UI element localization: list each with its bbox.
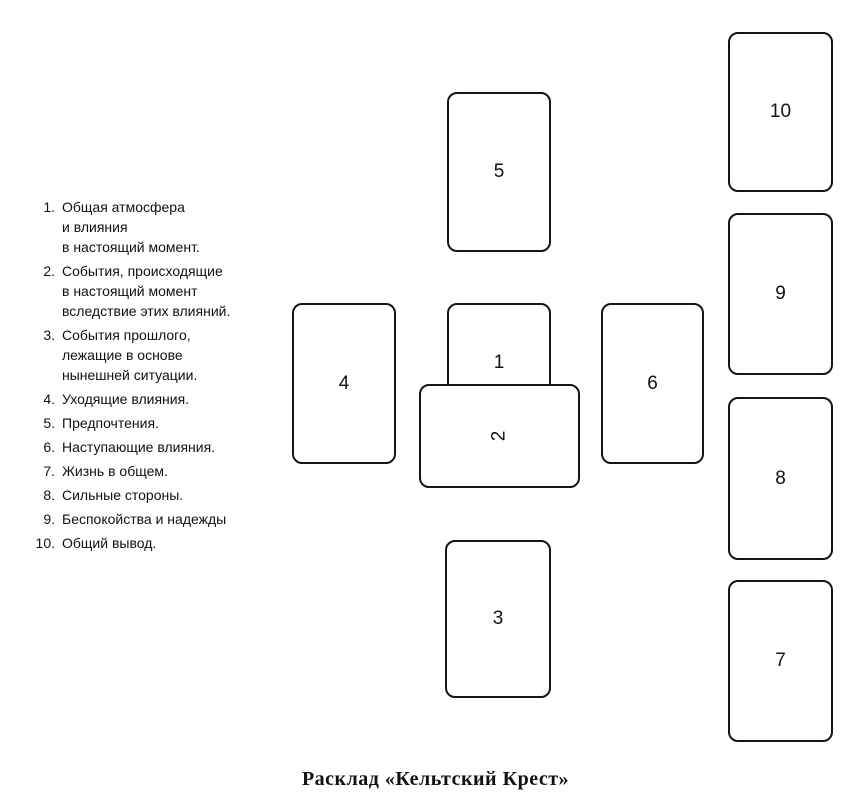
- legend-item-10-text: Общий вывод.: [62, 535, 157, 551]
- card-3-number: 3: [492, 608, 504, 629]
- legend-item-4-number: 4.: [43, 391, 55, 407]
- legend-item-5: 5. Предпочтения.: [0, 413, 270, 433]
- legend-item-1-text: Общая атмосфера и влияния в настоящий мо…: [62, 199, 200, 255]
- card-position-7: 7: [728, 580, 833, 742]
- card-6-number: 6: [647, 372, 658, 394]
- card-9-number: 9: [775, 283, 786, 304]
- legend-item-3-number: 3.: [43, 327, 55, 343]
- card-position-3: 3: [445, 540, 551, 698]
- legend-item-8-number: 8.: [43, 487, 55, 503]
- legend-item-8: 8. Сильные стороны.: [0, 485, 270, 505]
- legend-item-9-number: 9.: [43, 511, 55, 527]
- card-1-number: 1: [493, 352, 505, 373]
- legend-item-9: 9. Беспокойства и надежды: [0, 509, 270, 529]
- card-position-8: 8: [728, 397, 833, 560]
- legend-item-10: 10. Общий вывод.: [0, 533, 270, 553]
- card-8-number: 8: [775, 467, 786, 489]
- legend-item-6-text: Наступающие влияния.: [62, 439, 216, 455]
- card-10-number: 10: [769, 101, 792, 122]
- card-position-5: 5: [447, 92, 551, 252]
- legend-item-1-number: 1.: [43, 199, 55, 215]
- legend-item-3-text: События прошлого, лежащие в основе нынеш…: [62, 327, 198, 383]
- card-position-10: 10: [728, 32, 833, 192]
- legend-item-10-number: 10.: [35, 535, 55, 551]
- legend-item-7: 7. Жизнь в общем.: [0, 461, 270, 481]
- card-position-6: 6: [601, 303, 704, 464]
- card-5-number: 5: [493, 161, 505, 182]
- card-7-number: 7: [775, 650, 786, 671]
- card-position-4: 4: [292, 303, 396, 464]
- card-4-number: 4: [338, 372, 350, 394]
- card-position-9: 9: [728, 213, 833, 375]
- legend-item-5-text: Предпочтения.: [62, 415, 159, 431]
- card-2-number: 2: [488, 430, 510, 442]
- legend-item-7-number: 7.: [43, 463, 55, 479]
- spread-title: Расклад «Кельтский Крест»: [301, 768, 570, 790]
- legend-item-5-number: 5.: [43, 415, 55, 431]
- legend-item-4-text: Уходящие влияния.: [62, 391, 190, 407]
- legend-item-2: 2. События, происходящие в настоящий мом…: [0, 261, 270, 321]
- legend-item-2-text: События, происходящие в настоящий момент…: [62, 263, 231, 319]
- legend-item-9-text: Беспокойства и надежды: [62, 511, 227, 527]
- card-position-2-crossing: 2: [419, 384, 580, 488]
- legend-item-2-number: 2.: [43, 263, 55, 279]
- spread-legend: 1. Общая атмосфера и влияния в настоящий…: [0, 197, 270, 557]
- legend-item-3: 3. События прошлого, лежащие в основе ны…: [0, 325, 270, 385]
- legend-item-8-text: Сильные стороны.: [62, 487, 184, 503]
- legend-item-1: 1. Общая атмосфера и влияния в настоящий…: [0, 197, 270, 257]
- legend-item-7-text: Жизнь в общем.: [62, 463, 168, 479]
- legend-item-4: 4. Уходящие влияния.: [0, 389, 270, 409]
- legend-item-6: 6. Наступающие влияния.: [0, 437, 270, 457]
- legend-item-6-number: 6.: [43, 439, 55, 455]
